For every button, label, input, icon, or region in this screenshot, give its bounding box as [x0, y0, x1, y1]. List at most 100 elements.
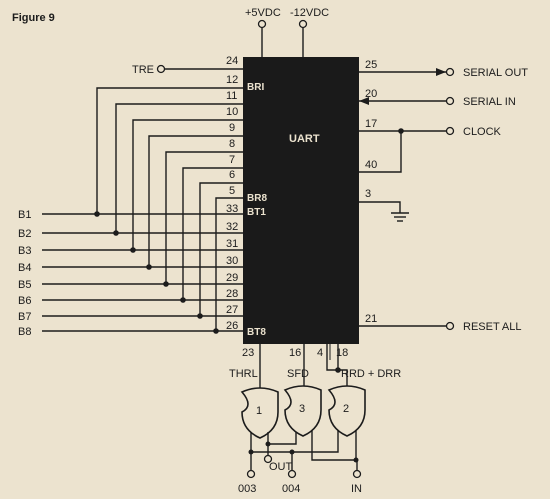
gate-label-1: 1 [256, 405, 262, 417]
right-pins: SERIAL OUT 25 SERIAL IN 20 CLOCK 17 40 3… [359, 59, 528, 333]
uart-chip [243, 57, 359, 344]
junction-b6 [180, 297, 186, 303]
br-pins: 12 11 10 9 8 7 6 5 [96, 74, 243, 331]
pin-br3: 10 [226, 106, 238, 118]
junction-out [265, 441, 271, 447]
serial-out-arrow [436, 68, 446, 76]
chip-label-br8: BR8 [247, 193, 267, 204]
bus-label-b3: B3 [18, 245, 31, 257]
label-003: 003 [238, 483, 256, 495]
bottom-pins: 23 16 4 18 THRL SFD RRD + DRR [229, 344, 401, 392]
pin-bt2: 32 [226, 221, 238, 233]
clock-label: CLOCK [463, 126, 502, 138]
pin-21: 21 [365, 313, 377, 325]
gate-label-3: 3 [299, 403, 305, 415]
vee-label: -12VDC [290, 7, 329, 19]
tre-label: TRE [132, 64, 154, 76]
or-gate-3 [283, 385, 322, 437]
wire-gate2-a [292, 430, 339, 453]
pin-br7: 6 [229, 169, 235, 181]
junction-b8 [213, 328, 219, 334]
pin-bt7: 27 [226, 304, 238, 316]
pin-br4: 9 [229, 122, 235, 134]
junction-b5 [163, 281, 169, 287]
junction-b1 [94, 211, 100, 217]
chip-label-bt8: BT8 [247, 327, 266, 338]
pin-bt5: 29 [226, 272, 238, 284]
clock-junction [398, 128, 404, 134]
out-terminal [263, 454, 273, 464]
junction-b7 [197, 313, 203, 319]
label-in: IN [351, 483, 362, 495]
or-gate-1 [240, 387, 279, 439]
label-004: 004 [282, 483, 300, 495]
vcc-label: +5VDC [245, 7, 281, 19]
figure-title: Figure 9 [12, 12, 55, 24]
rrd-drr-junction [335, 367, 341, 373]
gate-inputs: OUT 003 004 IN [238, 430, 362, 495]
pin-bt1: 33 [226, 203, 238, 215]
thrl-label: THRL [229, 368, 258, 380]
ground-wire [359, 201, 401, 213]
bus-label-b2: B2 [18, 228, 31, 240]
pin-24: 24 [226, 55, 238, 67]
or-gates: 1 3 2 [240, 385, 366, 439]
pin-23: 23 [242, 347, 254, 359]
bus-label-b6: B6 [18, 295, 31, 307]
chip-label-bt1: BT1 [247, 207, 266, 218]
br-wire-1 [96, 87, 243, 214]
serial-out-terminal [445, 67, 455, 77]
serial-in-terminal [445, 96, 455, 106]
reset-label: RESET ALL [463, 321, 522, 333]
br-wire-8 [215, 197, 243, 331]
or-gate-2 [327, 385, 366, 437]
gate-label-2: 2 [343, 403, 349, 415]
bus-lines: B1 B2 B3 B4 B5 B6 B7 B8 33 32 31 30 29 2… [18, 203, 243, 338]
pin-20: 20 [365, 88, 377, 100]
sfd-label: SFD [287, 368, 309, 380]
terminal-in [352, 469, 362, 479]
serial-out-label: SERIAL OUT [463, 67, 528, 79]
pin-17: 17 [365, 118, 377, 130]
pin-18: 18 [336, 347, 348, 359]
br-wire-4 [148, 135, 243, 267]
junction-004 [289, 449, 295, 455]
wire-out [267, 432, 297, 445]
br-wire-7 [199, 182, 243, 316]
serial-in-label: SERIAL IN [463, 96, 516, 108]
bus-label-b8: B8 [18, 326, 31, 338]
pin-bt3: 31 [226, 238, 238, 250]
pin-br2: 11 [226, 90, 237, 102]
bus-label-b4: B4 [18, 262, 31, 274]
pin-3: 3 [365, 188, 371, 200]
junction-in [353, 457, 359, 463]
junction-b2 [113, 230, 119, 236]
junction-b4 [146, 264, 152, 270]
bus-label-b5: B5 [18, 279, 31, 291]
terminal-003 [246, 469, 256, 479]
pin-br1: 12 [226, 74, 238, 86]
ground-icon [391, 212, 409, 222]
br-wire-6 [182, 167, 243, 300]
serial-in-arrow [359, 97, 369, 105]
pin-bt8: 26 [226, 320, 238, 332]
bus-label-b1: B1 [18, 209, 31, 221]
vee-terminal [298, 19, 308, 29]
vcc-terminal [257, 19, 267, 29]
pin-40: 40 [365, 159, 377, 171]
pin-4: 4 [317, 347, 323, 359]
tre-terminal [156, 64, 166, 74]
pin-bt4: 30 [226, 255, 238, 267]
pin-25: 25 [365, 59, 377, 71]
pin-br6: 7 [229, 154, 235, 166]
junction-003 [248, 449, 254, 455]
clock-terminal [445, 126, 455, 136]
reset-terminal [445, 321, 455, 331]
junction-b3 [130, 247, 136, 253]
br-wire-3 [132, 119, 243, 250]
br-wire-2 [115, 103, 243, 233]
bus-label-b7: B7 [18, 311, 31, 323]
pin-16: 16 [289, 347, 301, 359]
